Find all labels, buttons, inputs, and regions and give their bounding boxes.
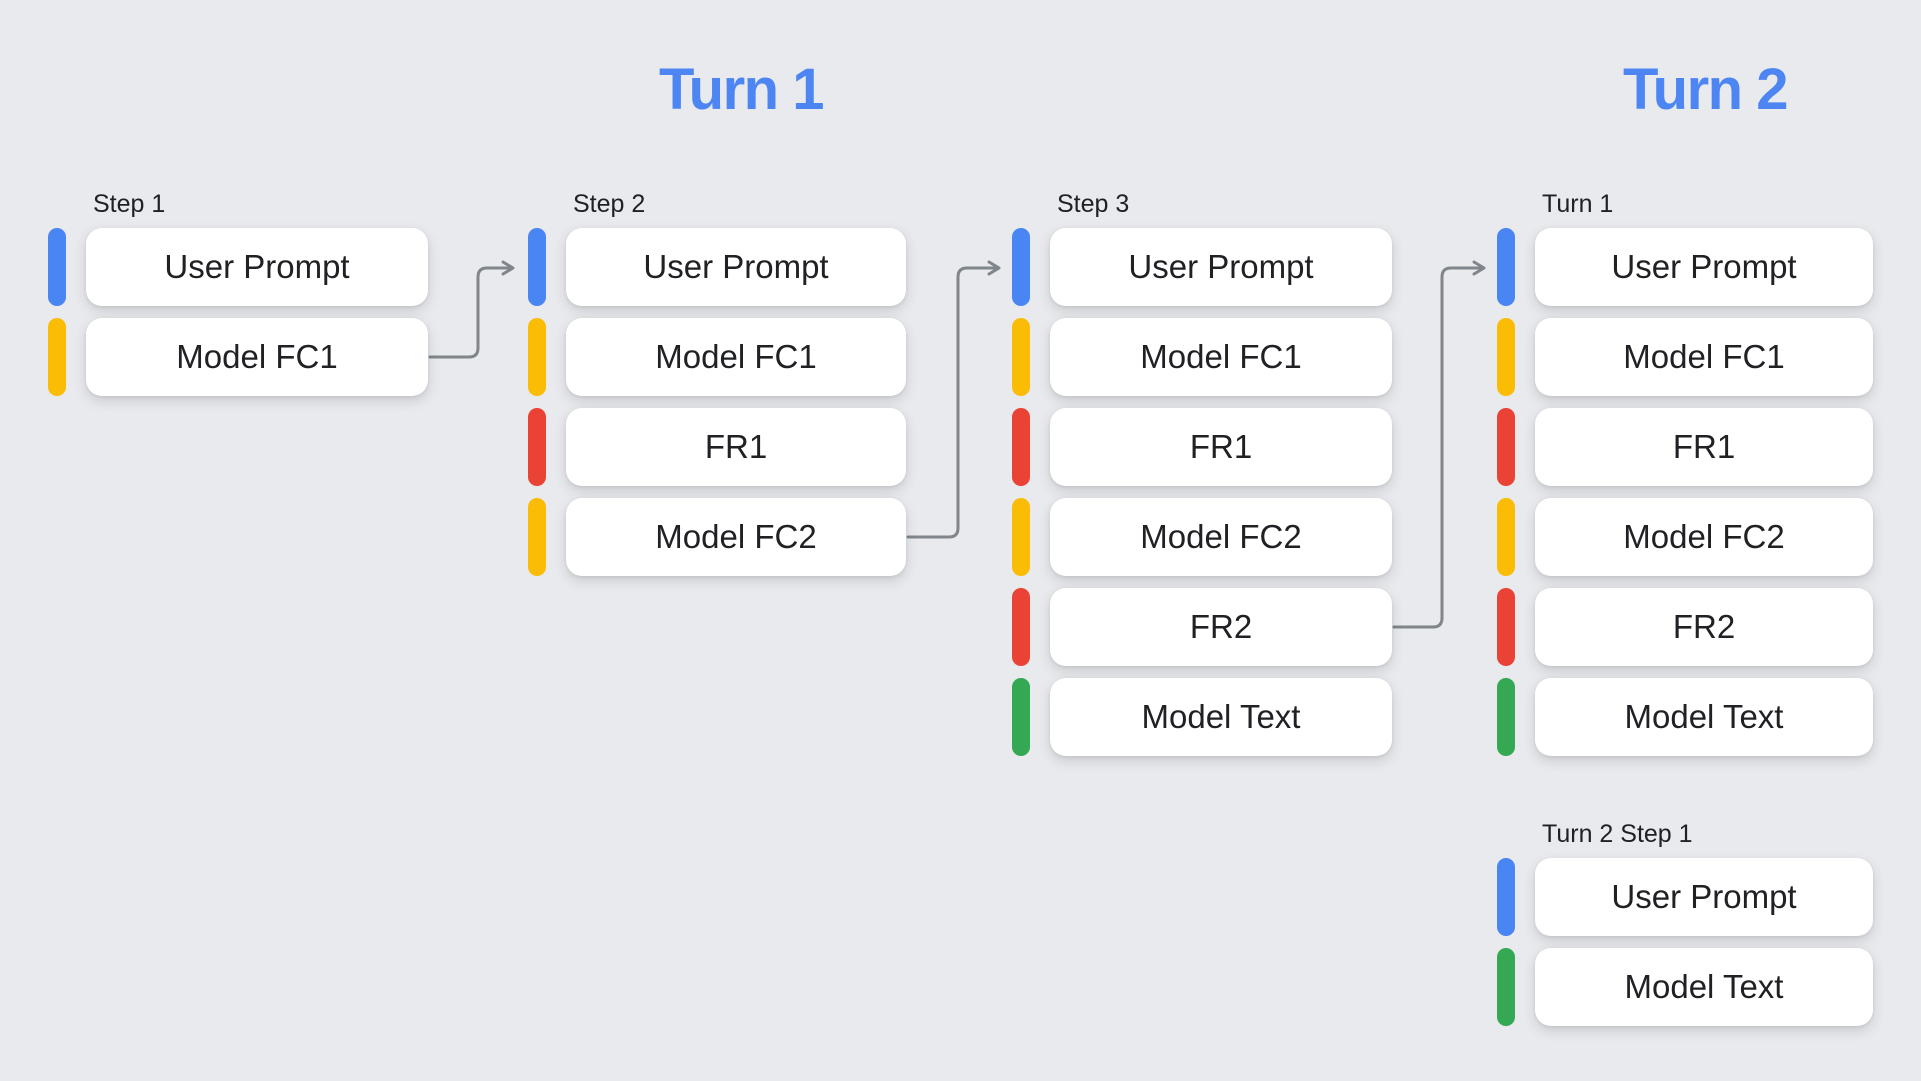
- color-bar-fr2: [1012, 588, 1030, 666]
- box-user-prompt: User Prompt: [566, 228, 906, 306]
- box-label: Model FC1: [1623, 338, 1785, 375]
- flow-row: Model FC1: [1012, 318, 1392, 396]
- box-user-prompt: User Prompt: [1535, 858, 1873, 936]
- color-bar-model-fc1: [528, 318, 546, 396]
- group-turn-1-history: Turn 1 User Prompt Model FC1 FR1 Model F…: [1497, 190, 1873, 768]
- flow-row: User Prompt: [48, 228, 428, 306]
- flow-row: User Prompt: [1012, 228, 1392, 306]
- arrow-step3-to-turn2: [1392, 260, 1486, 629]
- box-label: Model FC1: [1140, 338, 1302, 375]
- box-model-text: Model Text: [1535, 678, 1873, 756]
- flow-row: Model Text: [1012, 678, 1392, 756]
- color-bar-fr1: [528, 408, 546, 486]
- box-label: Model FC2: [1623, 518, 1785, 555]
- group-step-1: Step 1 User Prompt Model FC1: [48, 190, 428, 408]
- color-bar-model-fc1: [1012, 318, 1030, 396]
- color-bar-user-prompt: [1497, 228, 1515, 306]
- arrow-step1-to-step2: [428, 260, 515, 359]
- group-label: Turn 1: [1542, 190, 1614, 218]
- box-model-text: Model Text: [1050, 678, 1392, 756]
- box-label: Model FC1: [655, 338, 817, 375]
- box-user-prompt: User Prompt: [1050, 228, 1392, 306]
- color-bar-model-fc1: [1497, 318, 1515, 396]
- color-bar-fr1: [1012, 408, 1030, 486]
- group-label: Step 3: [1057, 190, 1130, 218]
- box-fr2: FR2: [1050, 588, 1392, 666]
- box-fr2: FR2: [1535, 588, 1873, 666]
- box-model-fc2: Model FC2: [566, 498, 906, 576]
- box-fr1: FR1: [1050, 408, 1392, 486]
- box-label: User Prompt: [1128, 248, 1314, 285]
- box-label: FR1: [1189, 428, 1253, 465]
- flow-row: Model FC2: [528, 498, 906, 576]
- box-user-prompt: User Prompt: [86, 228, 428, 306]
- box-model-text: Model Text: [1535, 948, 1873, 1026]
- turn-1-title: Turn 1: [659, 57, 824, 122]
- flow-row: Model FC2: [1012, 498, 1392, 576]
- box-label: Model FC1: [176, 338, 338, 375]
- box-label: FR2: [1672, 608, 1736, 645]
- box-model-fc1: Model FC1: [86, 318, 428, 396]
- color-bar-user-prompt: [1497, 858, 1515, 936]
- flow-row: User Prompt: [1497, 858, 1873, 936]
- flow-row: FR1: [1012, 408, 1392, 486]
- box-fr1: FR1: [1535, 408, 1873, 486]
- flow-row: Model Text: [1497, 948, 1873, 1026]
- flow-row: Model FC1: [48, 318, 428, 396]
- box-label: Model Text: [1141, 698, 1301, 735]
- flow-row: User Prompt: [1497, 228, 1873, 306]
- box-label: FR1: [704, 428, 768, 465]
- box-model-fc2: Model FC2: [1535, 498, 1873, 576]
- color-bar-fr2: [1497, 588, 1515, 666]
- group-label: Turn 2 Step 1: [1542, 820, 1693, 848]
- flow-row: User Prompt: [528, 228, 906, 306]
- flow-row: FR1: [528, 408, 906, 486]
- box-model-fc1: Model FC1: [566, 318, 906, 396]
- flow-row: FR2: [1012, 588, 1392, 666]
- color-bar-user-prompt: [1012, 228, 1030, 306]
- group-step-2: Step 2 User Prompt Model FC1 FR1 Model F…: [528, 190, 906, 588]
- box-label: User Prompt: [1611, 248, 1797, 285]
- group-turn-2-step-1: Turn 2 Step 1 User Prompt Model Text: [1497, 820, 1873, 1038]
- color-bar-model-text: [1012, 678, 1030, 756]
- box-label: Model FC2: [655, 518, 817, 555]
- box-model-fc2: Model FC2: [1050, 498, 1392, 576]
- flow-row: FR2: [1497, 588, 1873, 666]
- color-bar-model-fc2: [528, 498, 546, 576]
- flow-row: FR1: [1497, 408, 1873, 486]
- box-model-fc1: Model FC1: [1050, 318, 1392, 396]
- box-fr1: FR1: [566, 408, 906, 486]
- box-label: User Prompt: [164, 248, 350, 285]
- group-label: Step 1: [93, 190, 166, 218]
- color-bar-user-prompt: [48, 228, 66, 306]
- arrow-step2-to-step3: [906, 260, 1001, 539]
- flow-row: Model Text: [1497, 678, 1873, 756]
- color-bar-model-fc2: [1497, 498, 1515, 576]
- color-bar-model-text: [1497, 948, 1515, 1026]
- box-label: User Prompt: [643, 248, 829, 285]
- box-model-fc1: Model FC1: [1535, 318, 1873, 396]
- color-bar-model-fc2: [1012, 498, 1030, 576]
- flow-row: Model FC2: [1497, 498, 1873, 576]
- box-label: FR1: [1672, 428, 1736, 465]
- turn-2-title: Turn 2: [1623, 57, 1788, 122]
- box-label: Model FC2: [1140, 518, 1302, 555]
- color-bar-model-fc1: [48, 318, 66, 396]
- group-step-3: Step 3 User Prompt Model FC1 FR1 Model F…: [1012, 190, 1392, 768]
- box-user-prompt: User Prompt: [1535, 228, 1873, 306]
- color-bar-fr1: [1497, 408, 1515, 486]
- box-label: Model Text: [1624, 698, 1784, 735]
- box-label: User Prompt: [1611, 878, 1797, 915]
- color-bar-model-text: [1497, 678, 1515, 756]
- group-label: Step 2: [573, 190, 646, 218]
- color-bar-user-prompt: [528, 228, 546, 306]
- box-label: FR2: [1189, 608, 1253, 645]
- flow-row: Model FC1: [528, 318, 906, 396]
- flow-row: Model FC1: [1497, 318, 1873, 396]
- box-label: Model Text: [1624, 968, 1784, 1005]
